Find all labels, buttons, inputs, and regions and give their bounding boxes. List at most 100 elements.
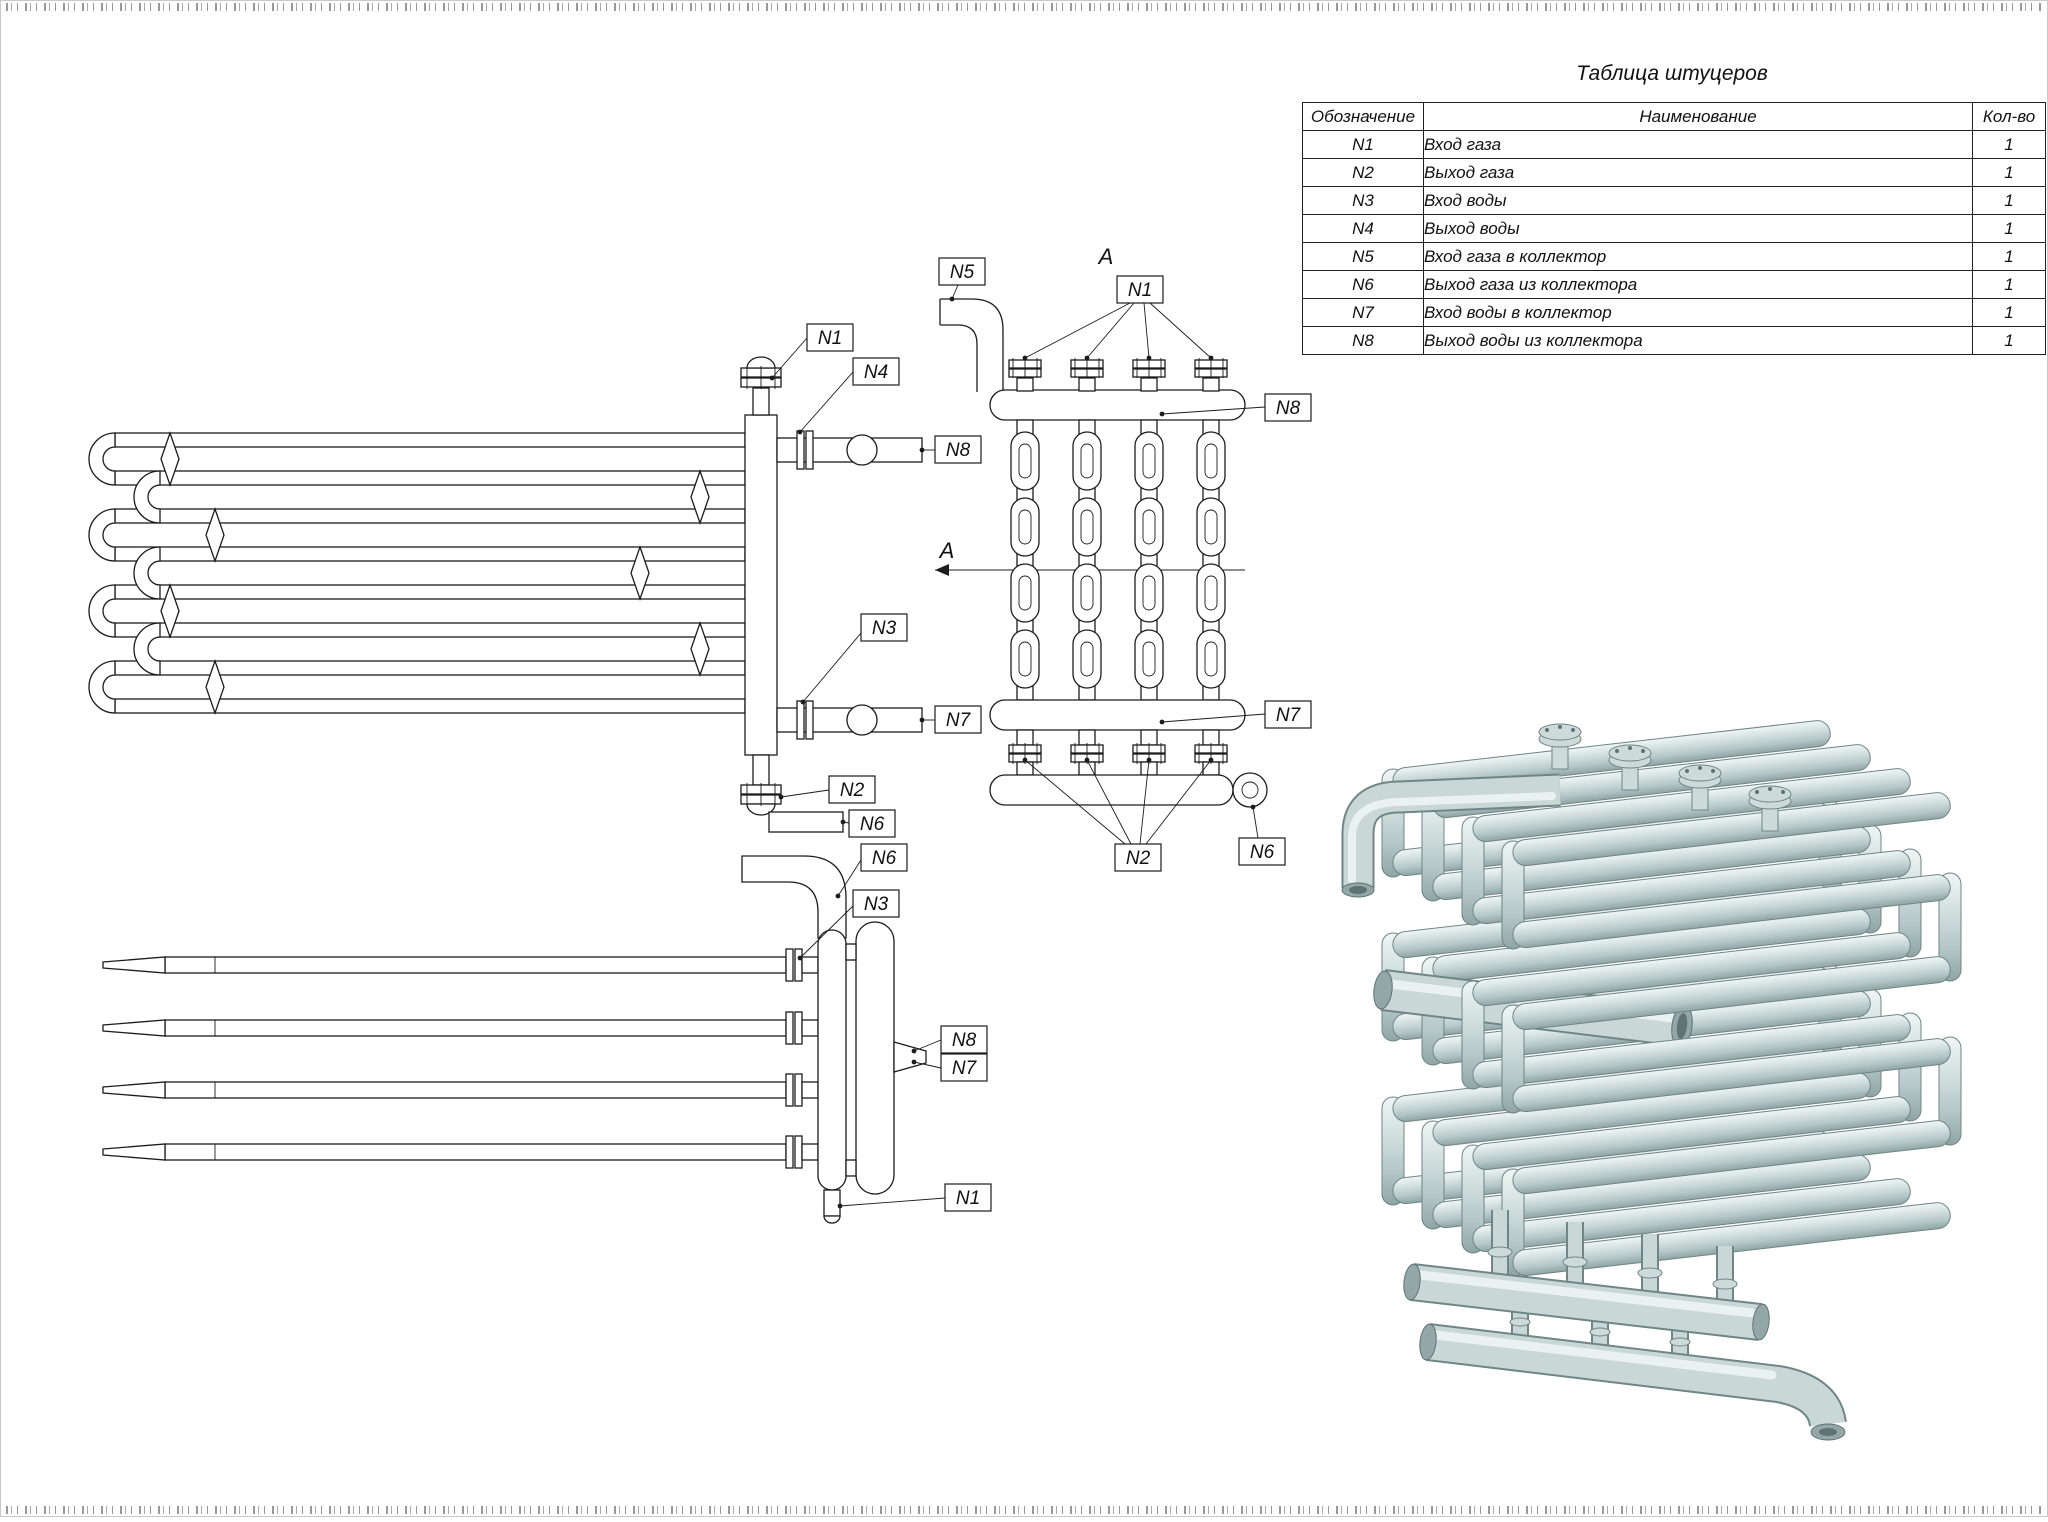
edge-artifact-bottom <box>6 1506 2042 1514</box>
cell-name: Вход воды в коллектор <box>1423 298 1973 327</box>
spacer-diamond <box>690 469 710 525</box>
section-view-arrow: А <box>935 538 990 576</box>
view-front-section-a: А А N5 N1 N8 N7 <box>935 244 1312 872</box>
svg-text:N6: N6 <box>860 814 885 835</box>
svg-text:N7: N7 <box>952 1058 978 1079</box>
collector-neck <box>845 1159 857 1177</box>
nozzle-n6-pipe <box>768 811 844 833</box>
table-header-row: Обозначение Наименование Кол-во <box>1302 102 2046 131</box>
top-flange <box>1194 358 1228 392</box>
svg-text:N8: N8 <box>946 440 971 461</box>
nozzle-table: Таблица штуцеров Обозначение Наименовани… <box>1302 62 2046 355</box>
cell-qty: 1 <box>1972 242 2046 271</box>
svg-text:N1: N1 <box>1128 280 1152 301</box>
cone-nozzle <box>893 1041 927 1073</box>
callout-n6-front: N6 <box>1238 804 1286 866</box>
tube <box>114 660 746 676</box>
tube <box>114 508 746 524</box>
callout-n6-bottom: N6 <box>835 843 908 899</box>
svg-text:N2: N2 <box>1126 848 1151 869</box>
nozzle-n1-stub <box>823 1189 841 1224</box>
u-bend <box>133 546 161 600</box>
tube <box>114 622 746 638</box>
callout-n3-bottom: N3 <box>797 889 900 961</box>
cell-designation: N8 <box>1302 326 1424 355</box>
callout-n5-front: N5 <box>938 257 986 302</box>
collector-neck <box>845 943 857 961</box>
top-flange <box>1070 358 1104 392</box>
tube <box>114 584 746 600</box>
collector-header <box>744 414 778 756</box>
callout-n4-side: N4 <box>797 357 900 435</box>
u-bend <box>88 660 116 714</box>
tube-row <box>102 1135 819 1169</box>
collector-header <box>817 929 847 1191</box>
svg-text:N2: N2 <box>840 780 865 801</box>
bottom-flange <box>1132 729 1166 776</box>
bottom-outlet-header <box>989 774 1234 806</box>
cell-name: Вход газа в коллектор <box>1423 242 1973 271</box>
callout-n1-side: N1 <box>769 323 854 381</box>
spacer-diamond <box>690 621 710 677</box>
tube <box>114 698 746 714</box>
n6-elbow-bore <box>1241 781 1259 799</box>
tube-row <box>102 1011 819 1045</box>
bottom-flange <box>1008 729 1042 776</box>
cell-name: Вход газа <box>1423 130 1973 159</box>
cell-qty: 1 <box>1972 186 2046 215</box>
callout-n7-bottom: N7 <box>911 1053 988 1082</box>
tube <box>114 432 746 448</box>
svg-text:N8: N8 <box>952 1030 977 1051</box>
cell-designation: N3 <box>1302 186 1424 215</box>
u-bend <box>133 622 161 676</box>
u-bend-links <box>1010 431 1226 689</box>
u-bend <box>88 584 116 638</box>
top-flange <box>1132 358 1166 392</box>
table-title: Таблица штуцеров <box>1576 62 1768 85</box>
nozzle-n2 <box>740 754 782 816</box>
callout-n7-front: N7 <box>1159 700 1312 729</box>
nozzle-n5-elbow <box>939 298 1004 392</box>
spacer-diamond <box>630 545 650 601</box>
cell-name: Выход воды из коллектора <box>1423 326 1973 355</box>
callout-n7-side: N7 <box>919 705 982 734</box>
cell-qty: 1 <box>1972 270 2046 299</box>
callout-n8-bottom: N8 <box>911 1025 988 1054</box>
edge-artifact-top <box>6 3 2042 11</box>
cell-designation: N5 <box>1302 242 1424 271</box>
isometric-view <box>1341 718 1962 1441</box>
nozzle-n1 <box>740 356 782 416</box>
cell-name: Выход воды <box>1423 214 1973 243</box>
tube <box>114 470 746 486</box>
u-bend <box>88 432 116 486</box>
iso-inlet-elbow <box>1341 773 1561 898</box>
nozzle-n7-pipe <box>776 700 923 740</box>
callout-n8-side: N8 <box>919 435 982 464</box>
iso-bottom-collectors <box>1403 1263 1847 1441</box>
u-bend <box>88 508 116 562</box>
svg-text:N3: N3 <box>872 618 897 639</box>
callout-n8-front: N8 <box>1159 393 1312 422</box>
cell-qty: 1 <box>1972 158 2046 187</box>
svg-text:N1: N1 <box>956 1188 980 1209</box>
cell-qty: 1 <box>1972 326 2046 355</box>
spacer-diamond <box>160 583 180 639</box>
spacer-diamond <box>205 659 225 715</box>
svg-text:N8: N8 <box>1276 398 1301 419</box>
svg-text:N7: N7 <box>946 710 972 731</box>
svg-text:N3: N3 <box>864 894 889 915</box>
nozzle-n6-elbow <box>741 855 847 939</box>
callout-n1-bottom: N1 <box>837 1183 992 1212</box>
spacer-diamond <box>205 507 225 563</box>
bottom-header <box>989 699 1246 731</box>
cell-designation: N6 <box>1302 270 1424 299</box>
col-header-name: Наименование <box>1423 102 1973 131</box>
cell-designation: N1 <box>1302 130 1424 159</box>
